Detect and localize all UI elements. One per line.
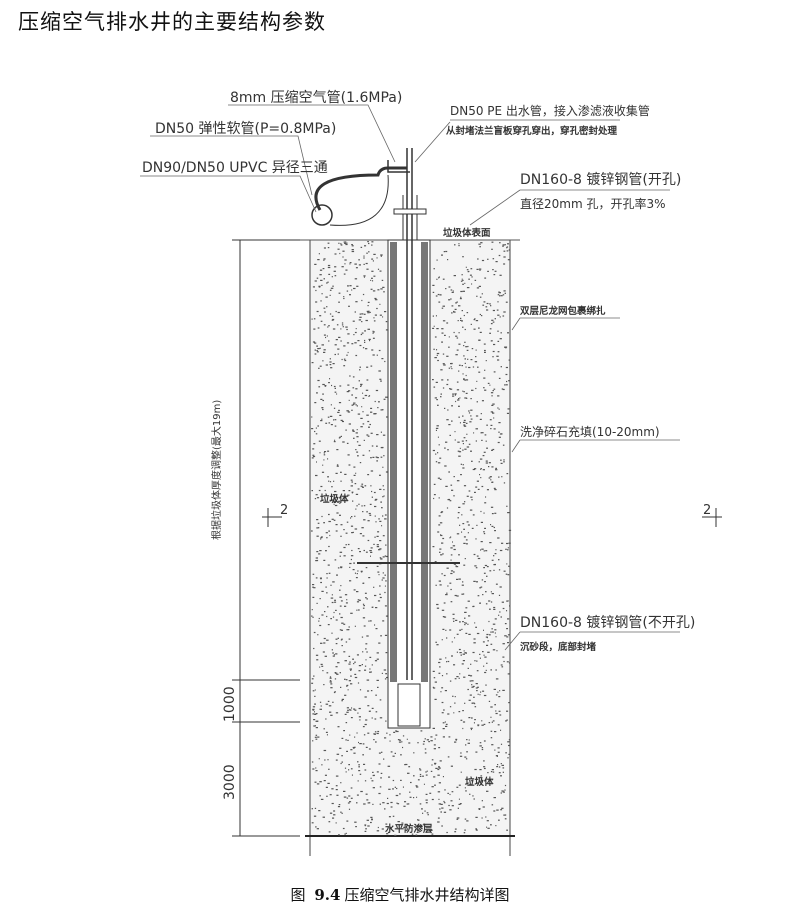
dim-1000: 1000 [222, 686, 238, 722]
outlet-label-1: DN50 PE 出水管，接入渗滤液收集管 [450, 103, 650, 118]
tee-label: DN90/DN50 UPVC 异径三通 [142, 160, 328, 176]
hose-label: DN50 弹性软管(P=0.8MPa) [155, 121, 336, 137]
section-label-right: 2 [703, 503, 711, 518]
gravel-label: 洗净碎石充填(10-20mm) [520, 424, 660, 439]
outlet-label-2: 从封堵法兰盲板穿孔穿出，穿孔密封处理 [446, 125, 618, 137]
nylon-mesh-label: 双层尼龙网包裹绑扎 [519, 305, 606, 317]
casing-pipe [357, 148, 460, 729]
solid-pipe-label: DN160-8 镀锌钢管(不开孔) [520, 614, 695, 631]
waste-label-bottom: 垃圾体 [465, 776, 494, 788]
caption-prefix: 图 [290, 886, 306, 904]
dim-3000: 3000 [222, 764, 238, 800]
perforated-pipe-label: DN160-8 镀锌钢管(开孔) [520, 171, 681, 188]
sand-section-label: 沉砂段，底部封堵 [520, 641, 597, 653]
section-label-left: 2 [280, 503, 288, 518]
section-markers [262, 508, 722, 527]
caption-text: 压缩空气排水井结构详图 [344, 886, 510, 904]
caption-number: 9.4 [314, 886, 341, 904]
air-pipe-label: 8mm 压缩空气管(1.6MPa) [230, 90, 402, 106]
waste-label-left: 垃圾体 [320, 493, 349, 505]
leader-lines [140, 104, 680, 651]
depth-label: 根据垃圾体厚度调整(最大19m) [210, 400, 223, 540]
surface-label: 垃圾体表面 [443, 227, 491, 239]
hose-assembly [311, 160, 410, 226]
dimension-line [232, 239, 300, 837]
page-title: 压缩空气排水井的主要结构参数 [18, 10, 326, 34]
perforation-label: 直径20mm 孔，开孔率3% [520, 196, 666, 211]
liner-label: 水平防渗层 [385, 823, 433, 835]
